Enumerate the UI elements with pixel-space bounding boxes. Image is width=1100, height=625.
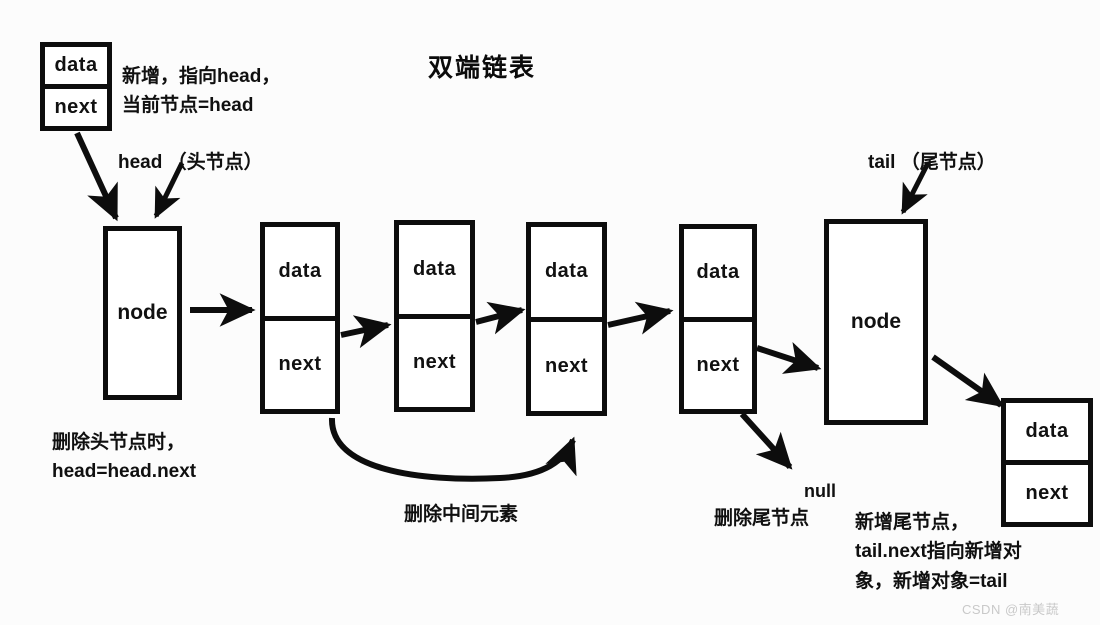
label-tail-pointer: tail （尾节点）	[868, 152, 996, 173]
chain-node-2-data-cell: data	[412, 257, 457, 280]
head-node-label: node	[117, 301, 168, 324]
chain-node-1: data next	[260, 222, 340, 414]
new-tail-node-next-cell: next	[1006, 460, 1088, 522]
chain-node-3: data next	[526, 222, 607, 416]
annotation-delete-head-line1: 删除头节点时，	[52, 432, 186, 453]
tail-node-label: node	[850, 310, 902, 333]
new-head-node-box: data next	[40, 42, 112, 131]
annotation-delete-middle: 删除中间元素	[404, 504, 519, 525]
annotation-add-head: 新增，指向head， 当前节点=head	[122, 62, 280, 121]
annotation-delete-head: 删除头节点时， head=head.next	[52, 428, 196, 487]
annotation-delete-tail: 删除尾节点	[714, 508, 810, 529]
chain-node-2-next-cell: next	[399, 313, 470, 408]
annotation-add-tail-line3: 象，新增对象=tail	[855, 570, 1008, 592]
chain-node-4-next-cell: next	[684, 316, 752, 410]
annotation-add-tail-line1: 新增尾节点，	[855, 512, 970, 533]
annotation-delete-head-line2: head=head.next	[52, 461, 197, 483]
arrow-tail-to-new-node	[931, 354, 1004, 408]
annotation-add-tail: 新增尾节点， tail.next指向新增对 象，新增对象=tail	[855, 508, 1022, 596]
new-head-node-data-cell: data	[54, 54, 98, 76]
new-tail-node-box: data next	[1001, 398, 1093, 527]
tail-node-box: node	[824, 219, 928, 425]
diagram-title: 双端链表	[428, 54, 537, 82]
arrow-node3-to-node4	[607, 301, 674, 335]
head-node-box: node	[103, 226, 182, 400]
annotation-add-head-line2: 当前节点=head	[122, 95, 254, 117]
chain-node-2: data next	[394, 220, 475, 412]
chain-node-4: data next	[679, 224, 757, 414]
chain-node-4-data-cell: data	[696, 261, 740, 284]
annotation-add-head-line1: 新增，指向head，	[122, 66, 281, 87]
arrow-node4-to-null	[739, 411, 793, 470]
arrow-node1-to-node2	[340, 315, 392, 349]
chain-node-3-next-cell: next	[531, 316, 602, 412]
arrow-new-node-to-head	[74, 131, 119, 222]
new-head-node-next-cell: next	[45, 84, 107, 126]
new-tail-node-data-cell: data	[1025, 420, 1069, 442]
label-null: null	[804, 481, 836, 501]
label-head-pointer: head （头节点）	[118, 152, 263, 173]
chain-node-1-next-cell: next	[265, 315, 335, 410]
chain-node-3-data-cell: data	[544, 260, 589, 283]
arrow-node2-to-node3	[475, 301, 526, 335]
annotation-add-tail-line2: tail.next指向新增对	[855, 541, 1022, 563]
chain-node-1-data-cell: data	[278, 259, 322, 282]
arrow-node4-to-tail	[756, 341, 822, 374]
arrow-delete-middle-curve	[328, 417, 577, 482]
csdn-watermark: CSDN @南美蔬	[962, 602, 1060, 617]
